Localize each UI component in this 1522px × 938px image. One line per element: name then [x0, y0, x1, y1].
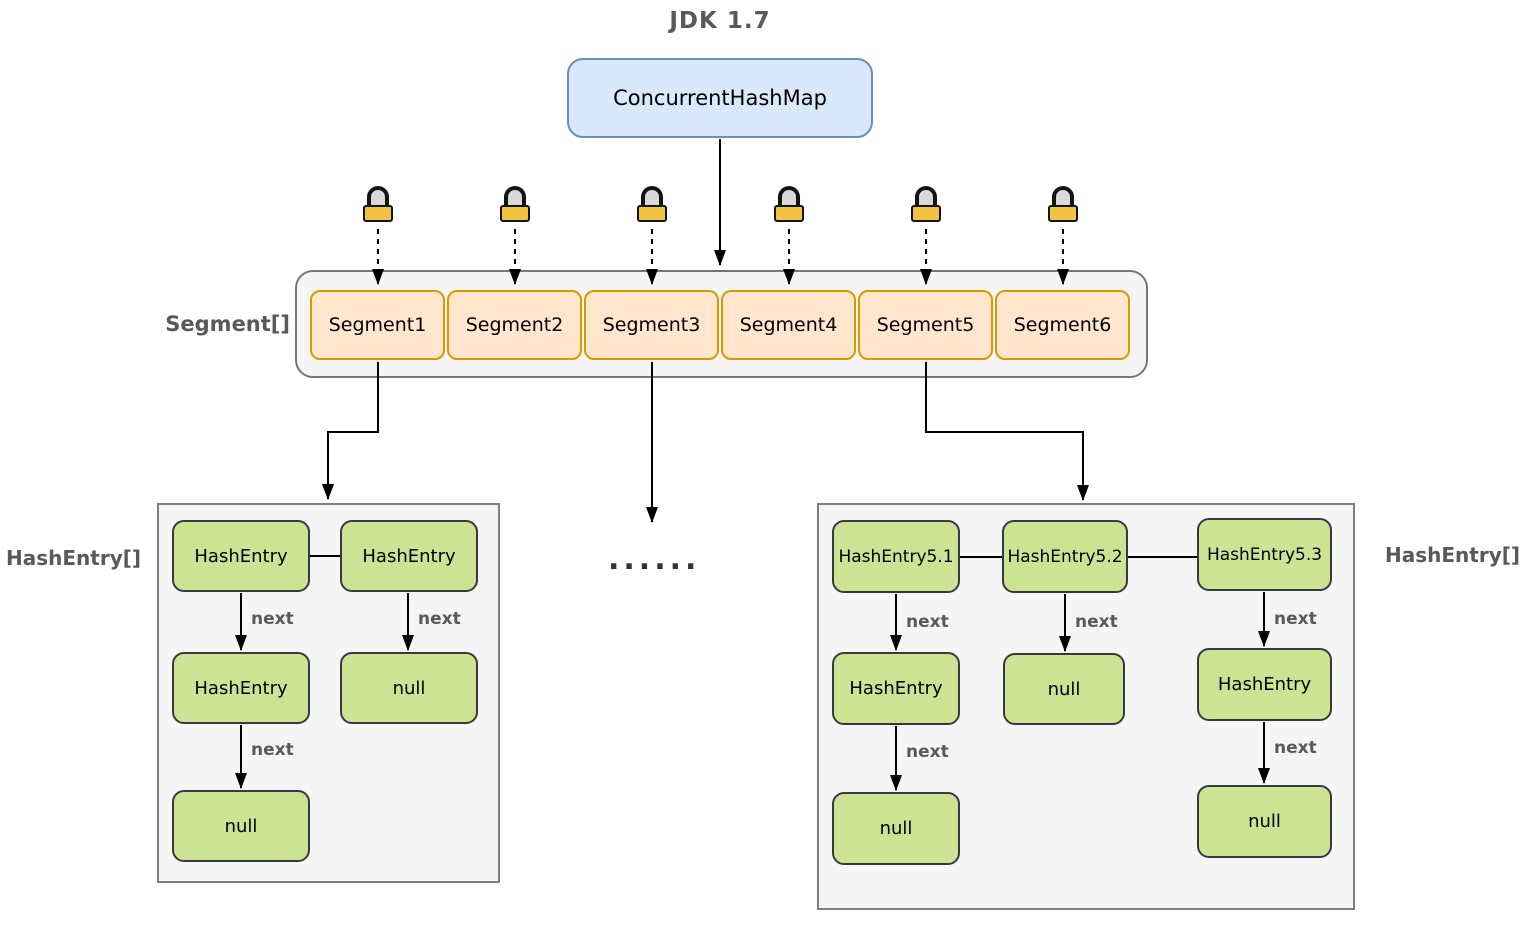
- hashentry-node: HashEntry5.1: [832, 520, 960, 593]
- next-label: next: [418, 609, 461, 629]
- ellipsis: ......: [608, 542, 701, 577]
- lock-shackle: [367, 186, 389, 206]
- lock-body: [500, 205, 530, 222]
- hashentry-node: HashEntry5.3: [1197, 518, 1332, 591]
- hashentry-node: HashEntry: [1197, 648, 1332, 721]
- null-node: null: [340, 652, 478, 724]
- segment-node-5: Segment5: [858, 290, 993, 360]
- lock-icon: [637, 186, 667, 222]
- next-label: next: [251, 609, 294, 629]
- lock-body: [363, 205, 393, 222]
- hashentry-node: HashEntry: [340, 520, 478, 592]
- null-node: null: [1003, 653, 1125, 725]
- lock-shackle: [641, 186, 663, 206]
- next-label: next: [1075, 612, 1118, 632]
- null-node: null: [1197, 785, 1332, 858]
- null-node: null: [172, 790, 310, 862]
- lock-icon: [911, 186, 941, 222]
- next-label: next: [251, 740, 294, 760]
- connector-segment1-bucket: [322, 362, 379, 500]
- connector-segment5-bucket: [925, 362, 1089, 501]
- concurrenthashmap-label: ConcurrentHashMap: [613, 86, 827, 110]
- lock-body: [774, 205, 804, 222]
- segment-node-4: Segment4: [721, 290, 856, 360]
- next-label: next: [906, 612, 949, 632]
- lock-body: [1048, 205, 1078, 222]
- hashentry-node: HashEntry: [172, 520, 310, 592]
- lock-body: [637, 205, 667, 222]
- hashentry-node: HashEntry: [832, 652, 960, 725]
- lock-body: [911, 205, 941, 222]
- hashentry-node: HashEntry5.2: [1002, 520, 1128, 593]
- segment-node-3: Segment3: [584, 290, 719, 360]
- lock-shackle: [1052, 186, 1074, 206]
- lock-shackle: [778, 186, 800, 206]
- hashentry-node: HashEntry: [172, 652, 310, 724]
- lock-icon: [1048, 186, 1078, 222]
- lock-icon: [500, 186, 530, 222]
- lock-icon: [363, 186, 393, 222]
- next-label: next: [1274, 738, 1317, 758]
- next-label: next: [1274, 609, 1317, 629]
- lock-shackle: [915, 186, 937, 206]
- next-label: next: [906, 742, 949, 762]
- hashentry-array-label-left: HashEntry[]: [6, 546, 142, 570]
- segment-node-1: Segment1: [310, 290, 445, 360]
- diagram-title: JDK 1.7: [669, 8, 771, 34]
- segment-array-label: Segment[]: [165, 312, 290, 336]
- segment-node-6: Segment6: [995, 290, 1130, 360]
- concurrenthashmap-node: ConcurrentHashMap: [567, 58, 873, 138]
- lock-icon: [774, 186, 804, 222]
- null-node: null: [832, 792, 960, 865]
- segment-node-2: Segment2: [447, 290, 582, 360]
- lock-shackle: [504, 186, 526, 206]
- hashentry-array-label-right: HashEntry[]: [1385, 543, 1521, 567]
